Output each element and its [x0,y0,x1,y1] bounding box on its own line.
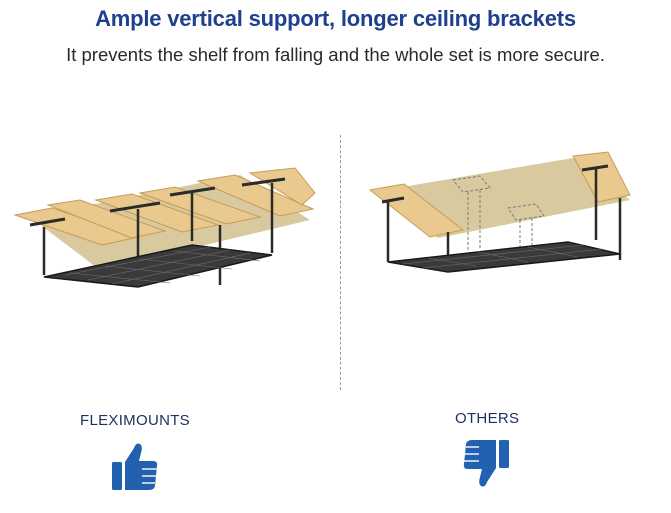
thumbs-up-icon [112,443,158,490]
bracket-2 [109,201,161,213]
missing-joist-1 [452,175,491,193]
fleximounts-label: FLEXIMOUNTS [80,412,190,429]
fleximounts-rack-illustration [13,167,316,288]
bracket-3 [169,186,216,197]
joist-5 [196,174,315,217]
bracket-1 [29,217,66,227]
thumbs-down-icon [463,440,509,487]
missing-joist-2 [507,203,545,221]
bracket-4 [241,177,286,187]
others-rack-illustration [368,151,631,273]
joist-6 [248,167,316,206]
page-title: Ample vertical support, longer ceiling b… [95,6,576,31]
others-label: OTHERS [455,410,520,427]
joist-2 [572,151,631,203]
comparison-divider [340,135,341,390]
joist-4 [138,186,262,225]
joist-1 [368,183,465,238]
page-subtitle: It prevents the shelf from falling and t… [66,44,605,65]
joist-2 [46,199,167,239]
joist-3 [94,193,220,233]
bracket-1 [381,196,405,204]
